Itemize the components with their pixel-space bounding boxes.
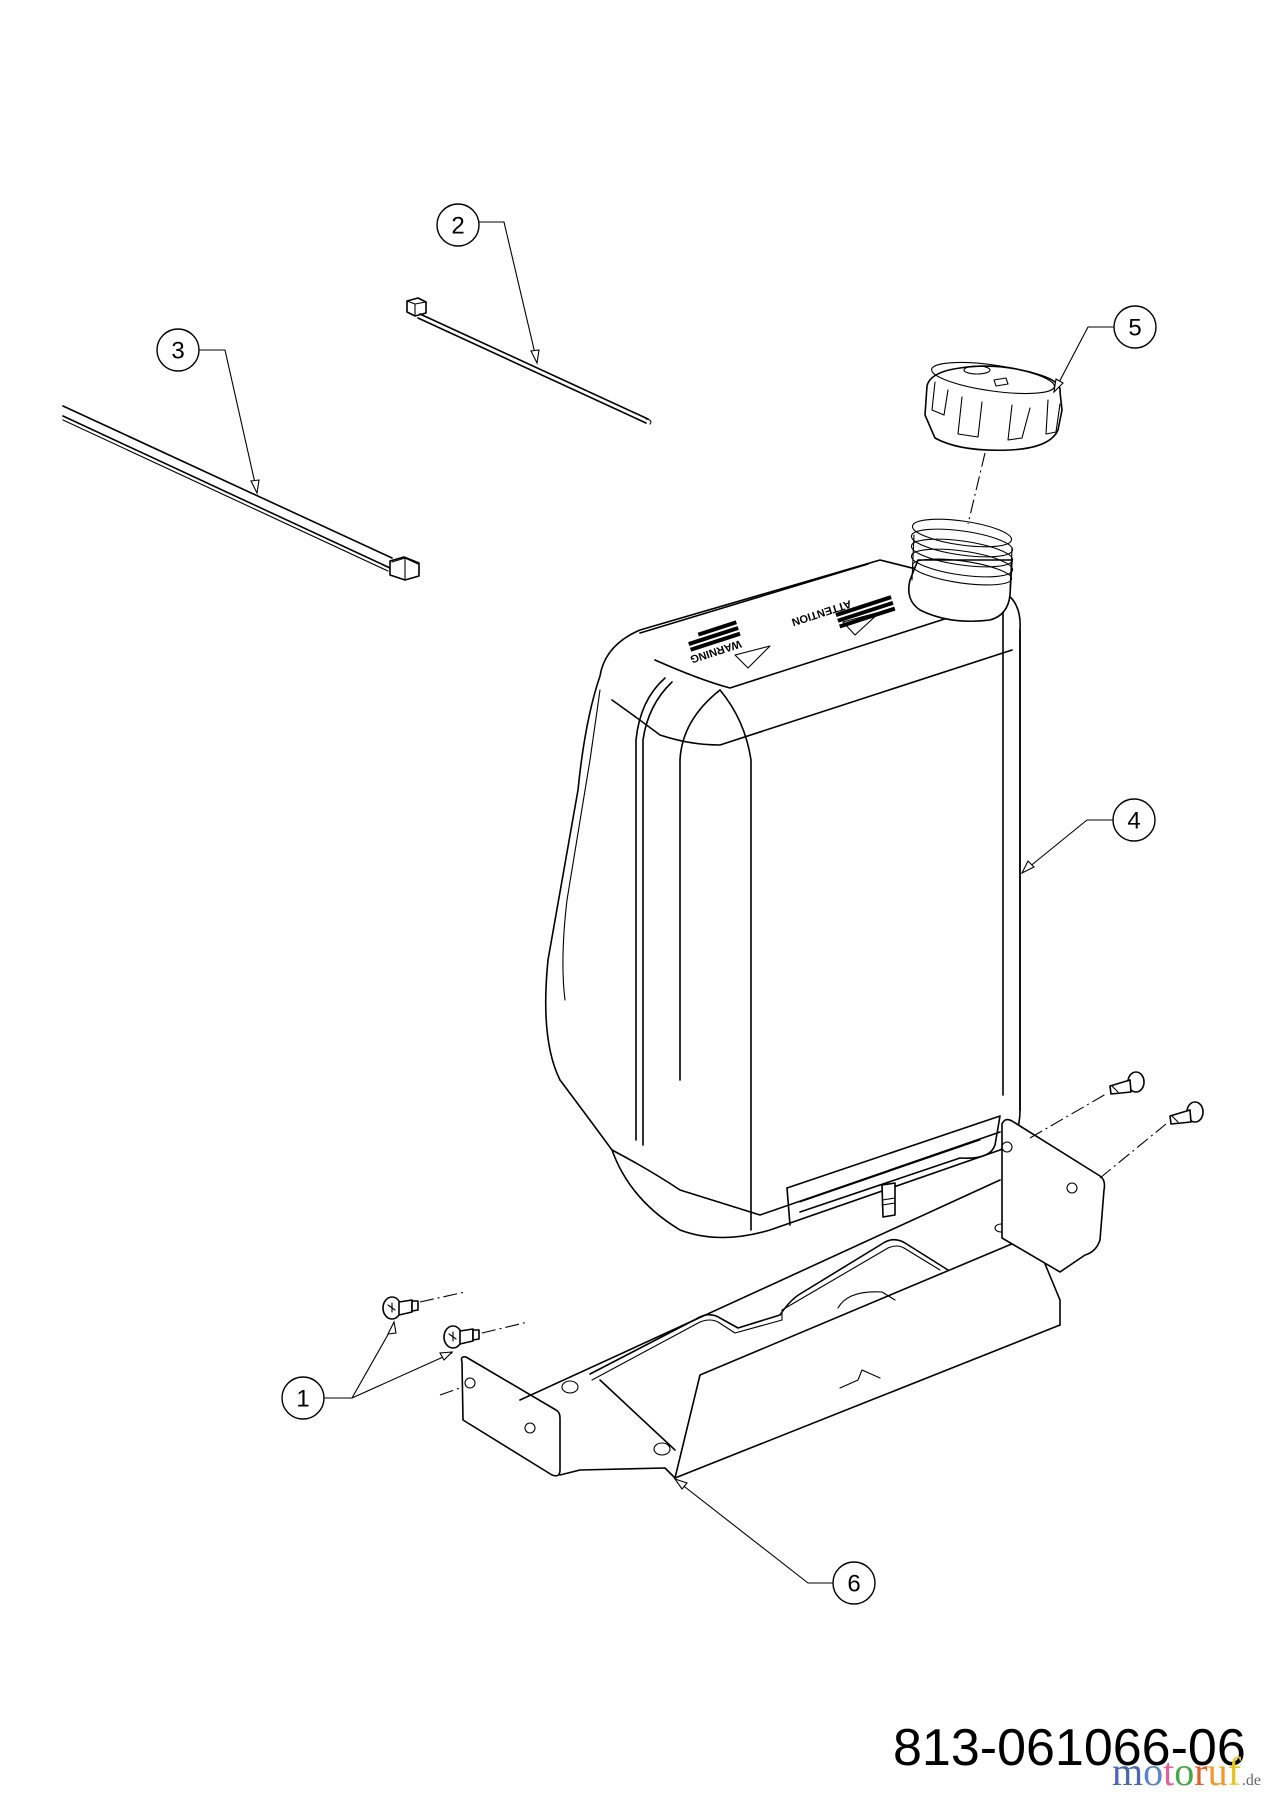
screw-axis-line [1029, 1093, 1107, 1139]
screw-left-upper[interactable] [382, 1296, 419, 1320]
cap-centerline [967, 452, 986, 525]
logo-letter: t [1163, 1749, 1175, 1794]
callout-2[interactable]: 2 [436, 203, 540, 365]
screw-left-lower[interactable] [443, 1325, 480, 1349]
warning-triangle-icon [734, 645, 771, 669]
callout-1[interactable]: 1 [281, 1320, 454, 1420]
screw-axis-line [1099, 1123, 1167, 1179]
fuel-tank[interactable]: WARNING ATTENTION [544, 514, 1021, 1239]
svg-text:3: 3 [171, 338, 184, 365]
screw-right-lower[interactable] [1169, 1101, 1204, 1125]
screw-axis-line [439, 1387, 461, 1396]
callout-3[interactable]: 3 [156, 328, 260, 495]
callout-6[interactable]: 6 [673, 1477, 876, 1605]
cable-tie-long[interactable] [62, 405, 420, 581]
logo-letter: o [1143, 1749, 1164, 1794]
svg-text:1: 1 [296, 1386, 309, 1413]
neck-threads [910, 518, 1014, 591]
screw-axis-line [481, 1321, 529, 1334]
fuel-cap[interactable] [924, 356, 1063, 452]
logo-letter: u [1207, 1749, 1228, 1794]
callout-5[interactable]: 5 [1053, 305, 1157, 394]
motoruf-watermark-logo: motoruf.de [1112, 1752, 1261, 1792]
svg-text:6: 6 [847, 1571, 860, 1598]
cable-tie-short[interactable] [406, 297, 652, 425]
mounting-bracket[interactable] [460, 1118, 1106, 1479]
logo-letter: o [1174, 1749, 1195, 1794]
screw-axis-line [419, 1291, 466, 1303]
logo-letter: f [1227, 1749, 1241, 1794]
svg-text:5: 5 [1128, 315, 1141, 342]
logo-letter: m [1112, 1749, 1144, 1794]
screw-right-upper[interactable] [1109, 1071, 1145, 1095]
logo-tld: .de [1241, 1772, 1262, 1789]
logo-letter: r [1194, 1749, 1208, 1794]
part-number-label: 813-061066-06 [893, 1719, 1246, 1777]
attention-triangle-icon [842, 611, 881, 636]
svg-text:4: 4 [1127, 808, 1140, 835]
callout-4[interactable]: 4 [1020, 798, 1156, 875]
svg-text:2: 2 [451, 213, 464, 240]
